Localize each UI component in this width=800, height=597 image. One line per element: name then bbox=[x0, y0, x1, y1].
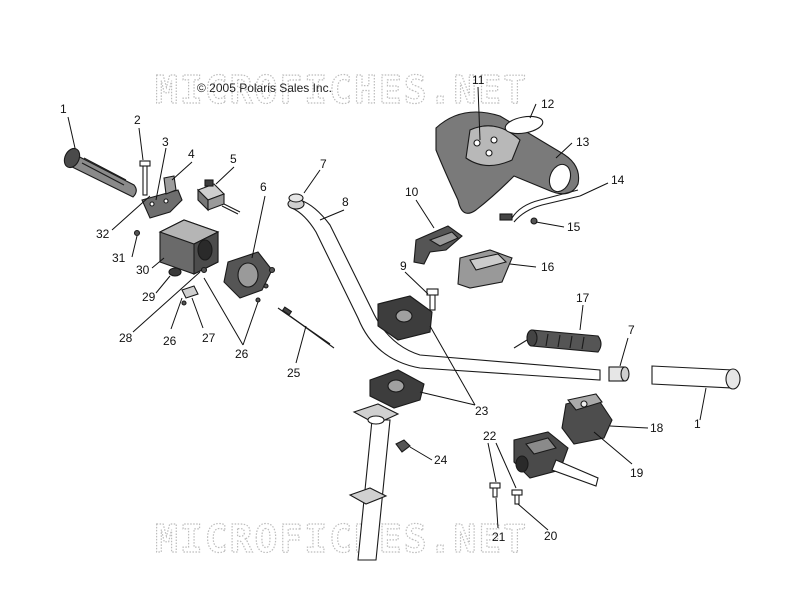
callout-8: 8 bbox=[342, 195, 349, 209]
plate-27-part bbox=[181, 285, 199, 306]
callout-4: 4 bbox=[188, 147, 195, 161]
callout-32: 32 bbox=[96, 227, 110, 241]
cover-half-10-part bbox=[413, 225, 463, 265]
screw-15-part bbox=[530, 217, 538, 225]
callout-3: 3 bbox=[162, 135, 169, 149]
callout-28: 28 bbox=[119, 331, 133, 345]
callout-23: 23 bbox=[475, 404, 489, 418]
bolt-9-part bbox=[426, 288, 439, 311]
upper-clamp-part bbox=[377, 295, 433, 341]
callout-12: 12 bbox=[541, 97, 555, 111]
screw-21-part bbox=[489, 482, 501, 498]
callout-15: 15 bbox=[567, 220, 581, 234]
left-grip-part bbox=[63, 147, 137, 198]
bar-cover-part bbox=[435, 111, 580, 214]
callout-26-center: 26 bbox=[235, 347, 249, 361]
callout-27: 27 bbox=[202, 331, 216, 345]
throttle-cable-part bbox=[277, 306, 335, 349]
bar-end-plug-right-part bbox=[608, 366, 630, 382]
copyright-text: © 2005 Polaris Sales Inc. bbox=[197, 81, 332, 95]
screw-2-part bbox=[139, 160, 151, 196]
callout-7-left: 7 bbox=[320, 157, 327, 171]
bar-end-plug-left-part bbox=[288, 193, 304, 203]
right-grip-part bbox=[651, 365, 741, 390]
callout-18: 18 bbox=[650, 421, 664, 435]
callout-10: 10 bbox=[405, 185, 419, 199]
button-29-part bbox=[168, 267, 182, 277]
callout-11: 11 bbox=[472, 73, 485, 87]
callout-1-right: 1 bbox=[694, 417, 701, 431]
callout-24: 24 bbox=[434, 453, 448, 467]
callout-19: 19 bbox=[630, 466, 644, 480]
callout-31: 31 bbox=[112, 251, 126, 265]
watermark-top: MICROFICHES.NET bbox=[155, 68, 528, 112]
brake-lever-part bbox=[513, 431, 599, 487]
steering-post-part bbox=[348, 403, 400, 561]
callout-16: 16 bbox=[541, 260, 555, 274]
screw-20-part bbox=[511, 489, 523, 505]
callout-17: 17 bbox=[576, 291, 590, 305]
wire-14-part bbox=[499, 189, 581, 223]
callout-5: 5 bbox=[230, 152, 237, 166]
heated-grip-part bbox=[513, 329, 602, 353]
screw-31-part bbox=[133, 229, 141, 237]
switch-housing-part bbox=[158, 219, 220, 275]
throttle-cover-part bbox=[223, 251, 276, 303]
lower-clamp-part bbox=[369, 369, 425, 409]
callout-7-right: 7 bbox=[628, 323, 635, 337]
callout-6: 6 bbox=[260, 180, 267, 194]
callout-29: 29 bbox=[142, 290, 156, 304]
handlebar-part bbox=[287, 198, 601, 381]
cover-half-16-part bbox=[457, 249, 513, 289]
mount-bracket-part bbox=[141, 175, 183, 219]
watermark-bottom: MICROFICHES.NET bbox=[155, 517, 528, 561]
callout-30: 30 bbox=[136, 263, 150, 277]
callout-9: 9 bbox=[400, 259, 407, 273]
callout-21: 21 bbox=[492, 530, 506, 544]
callout-25: 25 bbox=[287, 366, 301, 380]
callout-22: 22 bbox=[483, 429, 497, 443]
connector-5-part bbox=[197, 179, 241, 215]
callout-14: 14 bbox=[611, 173, 625, 187]
callout-1-left: 1 bbox=[60, 102, 67, 116]
screw-28-part bbox=[200, 266, 208, 274]
nut-24-part bbox=[395, 439, 411, 453]
callout-13: 13 bbox=[576, 135, 590, 149]
callout-26-left: 26 bbox=[163, 334, 177, 348]
leader-lines bbox=[67, 86, 707, 531]
master-cylinder-part bbox=[561, 393, 613, 445]
callout-20: 20 bbox=[544, 529, 558, 543]
callout-2: 2 bbox=[134, 113, 141, 127]
